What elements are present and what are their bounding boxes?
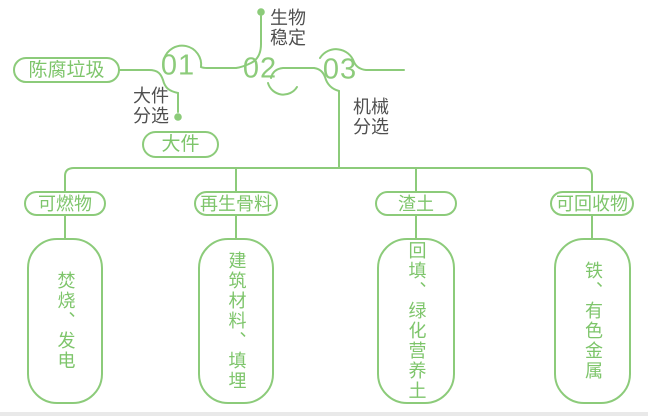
node-category-slag-soil: 渣土 (375, 191, 457, 216)
node-result-slag-soil: 回填、绿化营养土 (377, 238, 455, 404)
node-bulky-item: 大件 (142, 131, 219, 158)
line-step-03-descender (313, 67, 340, 169)
node-source: 陈腐垃圾 (13, 57, 120, 83)
arc-step-01-to-02 (163, 44, 237, 69)
step-number-01: 01 (160, 49, 196, 82)
line-step-02-to-03 (270, 67, 315, 79)
label-bulky-sorting: 大件 分选 (133, 86, 169, 126)
node-category-recycled-aggregate: 再生骨料 (194, 191, 278, 216)
bulky-item-label: 大件 (161, 134, 200, 155)
line-source-to-bulky (119, 69, 179, 113)
step-number-02: 02 (242, 52, 278, 85)
bottom-edge (0, 412, 648, 416)
node-result-combustibles: 焚烧、发电 (27, 238, 103, 404)
source-label: 陈腐垃圾 (28, 59, 105, 81)
category-label: 可回收物 (556, 193, 628, 214)
result-text: 建筑材料、填埋 (226, 251, 247, 391)
node-result-recyclables: 铁、有色金属 (554, 238, 631, 404)
arc-step-03-exit-line (319, 48, 405, 71)
line-bio-riser (235, 15, 262, 69)
category-label: 再生骨料 (200, 193, 272, 214)
category-label: 渣土 (398, 193, 434, 214)
node-category-combustibles: 可燃物 (24, 191, 106, 216)
node-category-recyclables: 可回收物 (550, 191, 634, 216)
result-text: 回填、绿化营养土 (406, 241, 427, 401)
bio-label-dot (257, 8, 265, 16)
step-number-03: 03 (322, 53, 358, 86)
label-mechanical-sorting: 机械 分选 (353, 97, 389, 137)
bulky-branch-dot (174, 113, 182, 121)
arc-step-02-flourish (267, 82, 298, 96)
category-label: 可燃物 (38, 193, 92, 214)
result-text: 铁、有色金属 (582, 261, 603, 381)
result-text: 焚烧、发电 (55, 271, 76, 371)
label-bio-stabilization: 生物 稳定 (270, 8, 306, 48)
line-distribution (64, 167, 593, 192)
node-result-recycled-aggregate: 建筑材料、填埋 (198, 238, 274, 404)
